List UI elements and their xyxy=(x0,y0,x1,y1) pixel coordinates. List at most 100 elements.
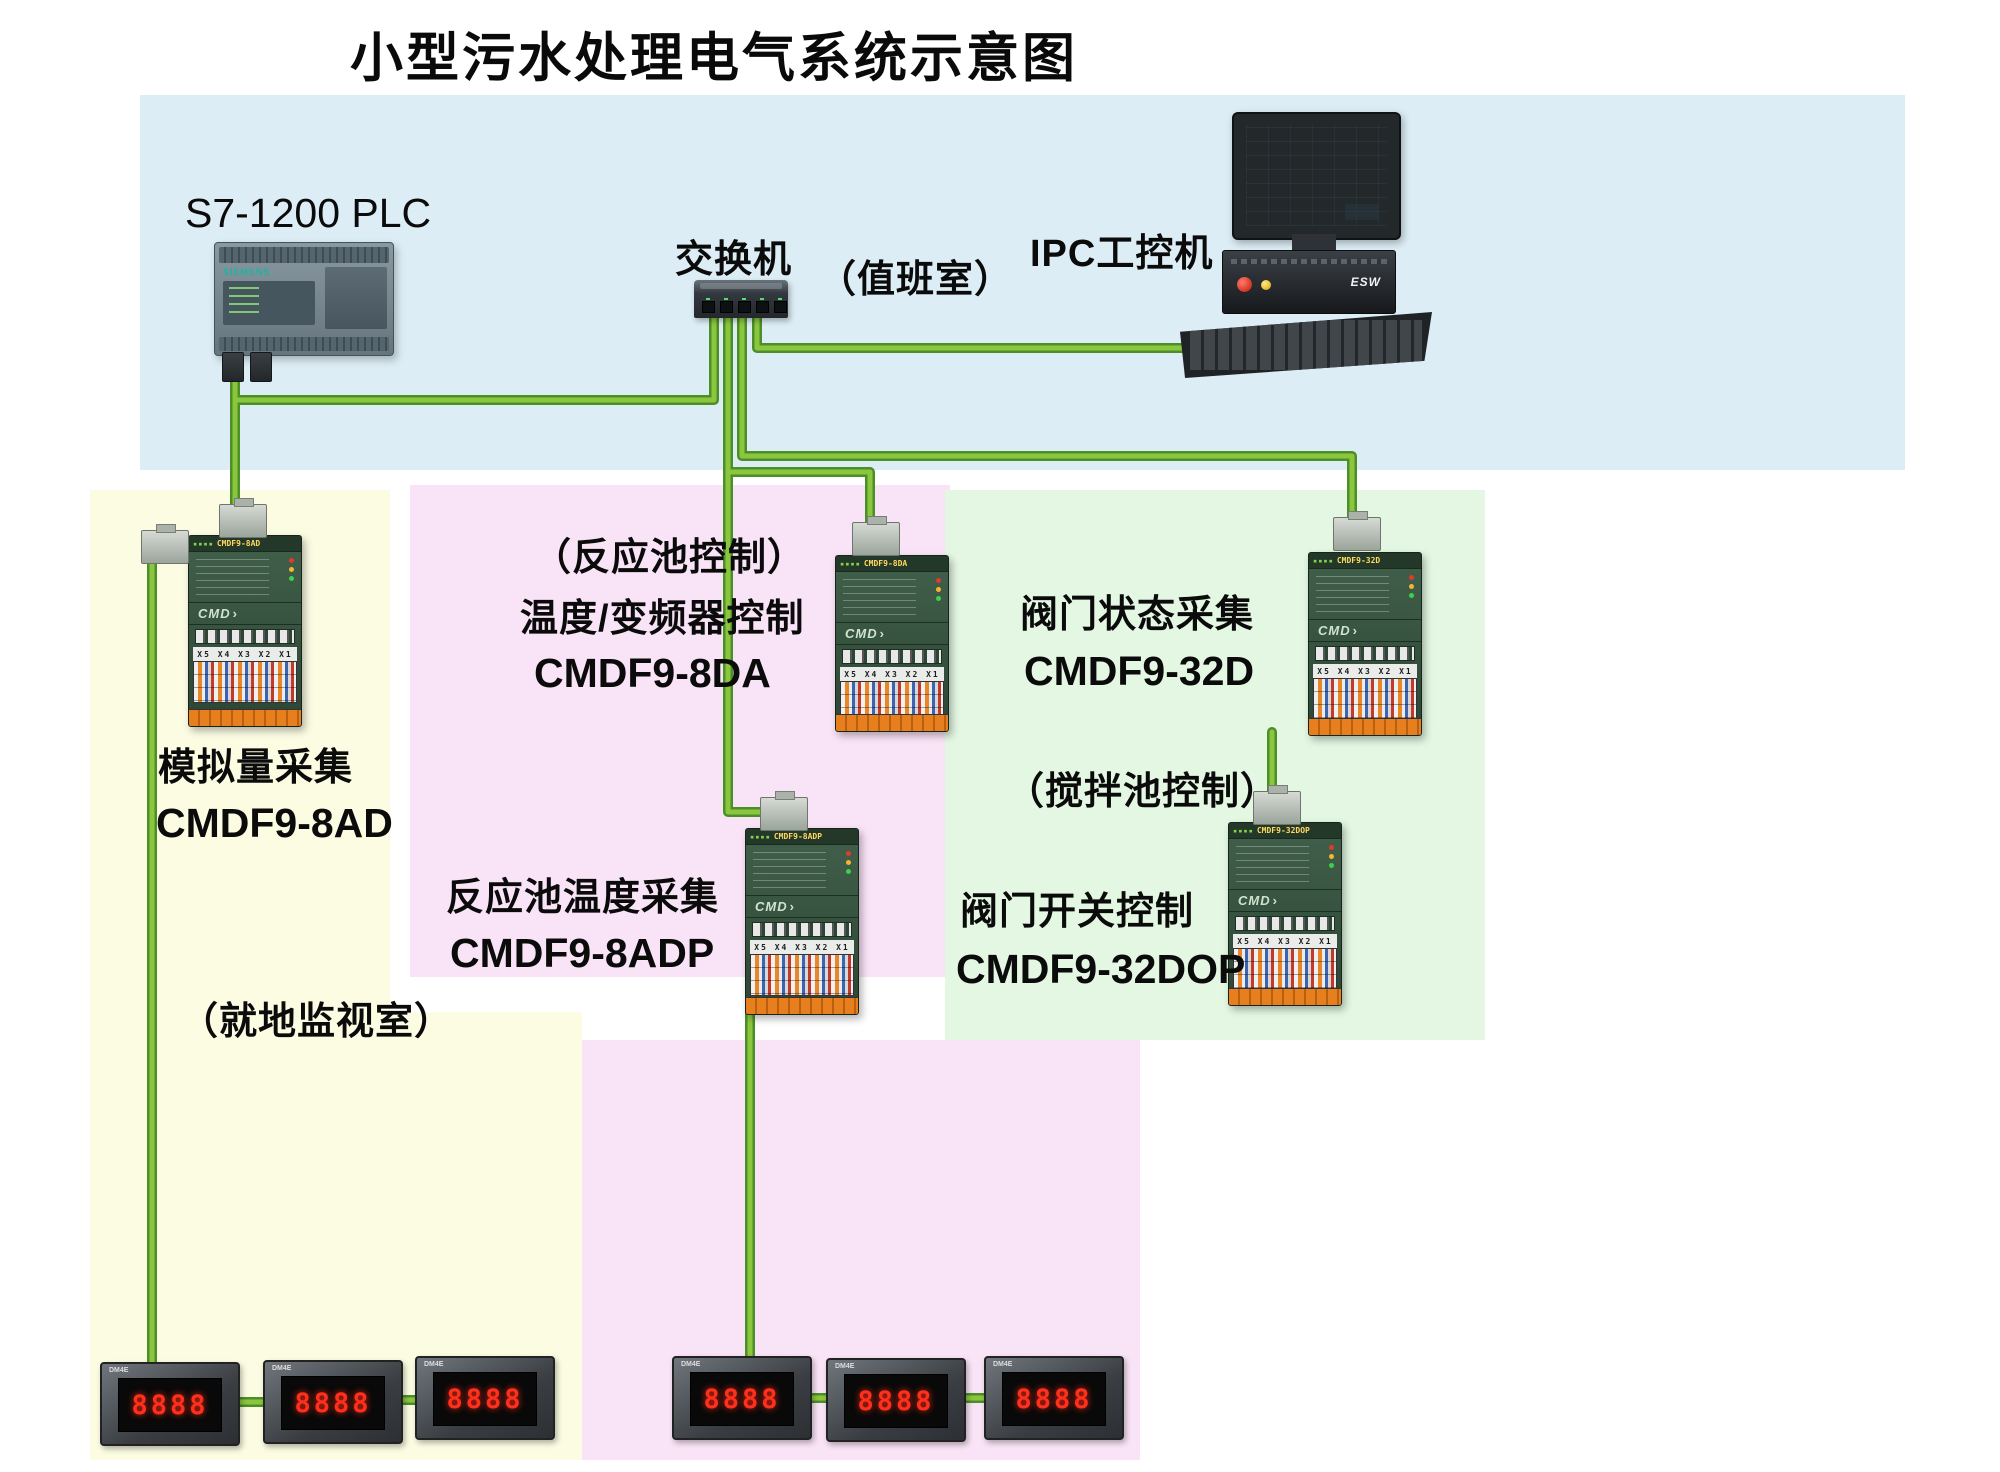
module-connector xyxy=(852,516,900,556)
ipc-screen xyxy=(1246,124,1387,226)
ipc-badge-text: ESW xyxy=(1350,275,1381,289)
module-status-panel xyxy=(746,845,858,896)
module-connector xyxy=(141,524,189,564)
module-port-labels: X5 X4 X3 X2 X1 xyxy=(840,667,944,681)
plc-expansion-module xyxy=(325,267,387,329)
module-terminals xyxy=(193,661,297,703)
meter-display: 8888 xyxy=(281,1376,385,1430)
plc-device: SIEMENS xyxy=(214,242,394,356)
switch-label: 交换机 xyxy=(675,239,793,281)
module-dip-switches xyxy=(1315,646,1415,661)
ipc-label: IPC工控机 xyxy=(1030,233,1214,275)
meter-display: 8888 xyxy=(1002,1372,1106,1426)
module-leds xyxy=(289,558,294,581)
indicator-button xyxy=(1261,280,1271,290)
module-logo: CMD xyxy=(836,623,948,645)
local-room-label: （就地监视室） xyxy=(180,1001,454,1043)
panel-meter: DM4E 8888 xyxy=(672,1356,812,1440)
meter-display: 8888 xyxy=(433,1372,537,1426)
analog-function-label: 模拟量采集 xyxy=(158,747,354,789)
stir-control-label: （搅拌池控制） xyxy=(1006,771,1280,813)
module-dip-switches xyxy=(195,629,295,644)
module-port-labels: X5 X4 X3 X2 X1 xyxy=(1313,664,1417,678)
meter-brand: DM4E xyxy=(424,1361,444,1368)
module-bottom-strip xyxy=(746,997,858,1014)
module-connector xyxy=(1253,785,1301,825)
meter-brand: DM4E xyxy=(681,1361,701,1368)
plc-connector xyxy=(250,352,272,382)
module-terminals xyxy=(750,954,854,996)
module-logo: CMD xyxy=(1229,890,1341,912)
module-dip-switches xyxy=(842,649,942,664)
module-terminals xyxy=(1313,678,1417,720)
module-leds xyxy=(846,851,851,874)
panel-meter: DM4E 8888 xyxy=(984,1356,1124,1440)
panel-meter: DM4E 8888 xyxy=(826,1358,966,1442)
plc-brand-text: SIEMENS xyxy=(223,267,271,277)
plc-terminal-strip-bottom xyxy=(219,337,389,351)
reaction-control-label: （反应池控制） xyxy=(533,537,807,579)
module-cmdf9-8da: CMDF9-8DA CMD X5 X4 X3 X2 X1 xyxy=(835,516,949,732)
valve-model1-label: CMDF9-32D xyxy=(1024,648,1255,694)
module-cmdf9-8adp: CMDF9-8ADP CMD X5 X4 X3 X2 X1 xyxy=(745,791,859,1015)
module-port-labels: X5 X4 X3 X2 X1 xyxy=(1233,934,1337,948)
module-dip-switches xyxy=(1235,916,1335,931)
panel-meter: DM4E 8888 xyxy=(415,1356,555,1440)
analog-model-label: CMDF9-8AD xyxy=(156,800,393,846)
panel-meter: DM4E 8888 xyxy=(263,1360,403,1444)
reaction-model2-label: CMDF9-8ADP xyxy=(450,930,715,976)
network-switch-device xyxy=(694,280,788,318)
module-dip-switches xyxy=(752,922,852,937)
page-title: 小型污水处理电气系统示意图 xyxy=(350,29,1078,88)
module-connector xyxy=(219,498,267,538)
meter-display: 8888 xyxy=(118,1378,222,1432)
plc-led-panel xyxy=(223,281,315,325)
module-port-labels: X5 X4 X3 X2 X1 xyxy=(750,940,854,954)
valve-model2-label: CMDF9-32DOP xyxy=(956,946,1246,992)
module-cmdf9-32dop: CMDF9-32DOP CMD X5 X4 X3 X2 X1 xyxy=(1228,785,1342,1006)
meter-brand: DM4E xyxy=(109,1367,129,1374)
meter-brand: DM4E xyxy=(835,1363,855,1370)
reaction-function2-label: 反应池温度采集 xyxy=(446,877,720,919)
ipc-keyboard xyxy=(1180,312,1432,378)
module-status-panel xyxy=(1229,839,1341,890)
ipc-monitor-stand xyxy=(1292,234,1336,252)
module-model-text: CMDF9-32D xyxy=(1309,553,1421,569)
reaction-model1-label: CMDF9-8DA xyxy=(534,650,771,696)
module-terminals xyxy=(1233,948,1337,990)
duty-room-label: （值班室） xyxy=(818,259,1014,301)
module-leds xyxy=(1329,845,1334,868)
meter-brand: DM4E xyxy=(272,1365,292,1372)
module-cmdf9-32d: CMDF9-32D CMD X5 X4 X3 X2 X1 xyxy=(1308,511,1422,736)
plc-label: S7-1200 PLC xyxy=(185,190,432,236)
meter-display: 8888 xyxy=(690,1372,794,1426)
module-bottom-strip xyxy=(1309,718,1421,735)
valve-function2-label: 阀门开关控制 xyxy=(960,891,1195,933)
module-cmdf9-8ad: CMDF9-8AD CMD X5 X4 X3 X2 X1 xyxy=(141,498,302,727)
module-logo: CMD xyxy=(746,896,858,918)
region-control-room xyxy=(140,95,1905,470)
ipc-chassis: ESW xyxy=(1222,250,1396,314)
module-bottom-strip xyxy=(189,709,301,726)
module-bottom-strip xyxy=(836,714,948,731)
ipc-monitor xyxy=(1232,112,1401,240)
reaction-function1-label: 温度/变频器控制 xyxy=(520,598,805,640)
module-port-labels: X5 X4 X3 X2 X1 xyxy=(193,647,297,661)
module-model-text: CMDF9-8ADP xyxy=(746,829,858,845)
meter-brand: DM4E xyxy=(993,1361,1013,1368)
switch-ports xyxy=(702,298,787,313)
plc-terminal-strip-top xyxy=(219,247,389,263)
module-model-text: CMDF9-8AD xyxy=(189,536,301,552)
module-bottom-strip xyxy=(1229,988,1341,1005)
panel-meter: DM4E 8888 xyxy=(100,1362,240,1446)
module-model-text: CMDF9-32DOP xyxy=(1229,823,1341,839)
module-connector xyxy=(1333,511,1381,551)
valve-function1-label: 阀门状态采集 xyxy=(1020,594,1255,636)
module-status-panel xyxy=(836,572,948,623)
ipc-computer: ESW xyxy=(1180,108,1440,380)
module-logo: CMD xyxy=(1309,620,1421,642)
module-logo: CMD xyxy=(189,603,301,625)
plc-connector xyxy=(222,352,244,382)
module-connector xyxy=(760,791,808,831)
